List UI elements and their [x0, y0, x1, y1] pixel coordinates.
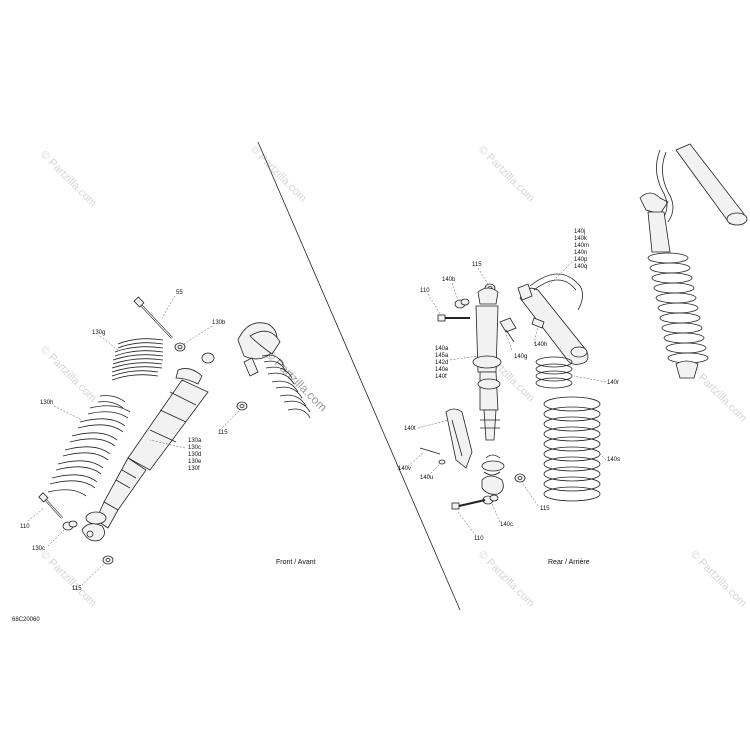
front-callouts: 55 130b 130g 130h 130a 130c 130d 130e 13…	[20, 290, 228, 592]
callout-130f: 130f	[188, 466, 200, 472]
callout-55: 55	[176, 290, 183, 296]
washer-115-rear-bottom	[514, 473, 526, 483]
watermark: © Partzilla.com	[38, 344, 99, 405]
callout-130c: 130c	[32, 546, 45, 552]
rear-assembled-coils	[647, 252, 709, 364]
callout-140q: 140q	[574, 264, 587, 270]
rear-callouts: 115 140b 110 140j 140k 140m 140n 140p 14…	[398, 229, 620, 542]
spring-130h	[47, 395, 131, 497]
callout-130d: 130d	[188, 452, 201, 458]
bolt-55	[133, 296, 173, 339]
bolt-110-rear-top	[437, 314, 470, 322]
pin-140v	[419, 447, 441, 455]
callout-140a-top: 140a	[435, 346, 449, 352]
callout-140k: 140k	[574, 236, 588, 242]
adjuster-140h	[531, 317, 545, 329]
front-caption: Front / Avant	[276, 559, 316, 566]
callout-140s: 140s	[607, 457, 620, 463]
callout-142d: 142d	[435, 360, 448, 366]
callout-140m: 140m	[574, 243, 589, 249]
nut-130b	[174, 342, 186, 352]
rear-shock-assembly	[407, 143, 748, 537]
callout-130g: 130g	[92, 330, 105, 336]
callout-140h: 140h	[534, 342, 547, 348]
front-leader-lines	[27, 295, 241, 586]
callout-115-front-bottom: 115	[72, 586, 82, 592]
adjuster-140g	[499, 317, 517, 343]
diagram-code: 68C20060	[12, 617, 40, 623]
reservoir-140j	[517, 273, 589, 365]
callout-140c: 140c	[500, 522, 513, 528]
callout-130h: 130h	[40, 400, 53, 406]
watermark-group: © Partzilla.com © Partzilla.com © Partzi…	[38, 144, 749, 610]
bolt-110-front	[38, 492, 63, 519]
bolt-110-rear-bottom	[451, 499, 486, 510]
nut-115-front	[102, 555, 114, 565]
callout-140j: 140j	[574, 229, 585, 235]
front-shock-body	[81, 352, 215, 542]
callout-130b: 130b	[212, 320, 226, 326]
watermark: © Partzilla.com	[248, 144, 309, 205]
rear-shock-body	[472, 287, 505, 495]
watermark: © Partzilla.com	[476, 549, 537, 610]
callout-140b: 140b	[442, 277, 456, 283]
rear-leader-lines	[407, 261, 607, 537]
callout-130e: 130e	[188, 459, 202, 465]
watermark: © Partzilla.com	[688, 549, 749, 610]
bushing-140c	[482, 494, 499, 505]
callout-145a: 145a	[435, 353, 449, 359]
callout-140t: 140t	[404, 426, 416, 432]
watermark: © Partzilla.com	[38, 149, 99, 210]
spring-130g	[111, 338, 164, 381]
callout-110-rear-bottom: 110	[474, 536, 484, 542]
watermark: © Partzilla.com	[263, 347, 330, 414]
callout-115-front-top: 115	[218, 430, 228, 436]
clip-140u	[438, 459, 446, 465]
callout-140e: 140e	[435, 367, 449, 373]
watermark: © Partzilla.com	[688, 364, 749, 425]
section-divider	[257, 141, 461, 611]
front-shock-assembly	[27, 295, 311, 586]
rear-caption: Rear / Arrière	[548, 559, 590, 566]
spring-140r	[535, 356, 573, 389]
callout-140v: 140v	[398, 466, 411, 472]
bushing-130c	[62, 520, 78, 531]
callout-130c-stack: 130c	[188, 445, 201, 451]
callout-110-rear-top: 110	[420, 288, 430, 294]
watermark: © Partzilla.com	[38, 549, 99, 610]
front-shock-assembled	[237, 322, 311, 419]
callout-115-rear-top: 115	[472, 262, 482, 268]
washer-115-front	[236, 401, 248, 411]
callout-140f: 140f	[435, 374, 447, 380]
spring-140s	[543, 396, 601, 502]
callout-130a: 130a	[188, 438, 202, 444]
callout-110-front: 110	[20, 524, 30, 530]
callout-140p: 140p	[574, 257, 588, 263]
rear-shock-assembled	[639, 143, 748, 379]
bushing-140b	[454, 298, 470, 309]
callout-140n: 140n	[574, 250, 587, 256]
callout-140g: 140g	[514, 354, 527, 360]
callout-140u: 140u	[420, 475, 433, 481]
watermark: © Partzilla.com	[476, 144, 537, 205]
guard-140t	[445, 408, 473, 469]
callout-115-rear-bottom: 115	[540, 506, 550, 512]
callout-140r: 140r	[607, 380, 619, 386]
